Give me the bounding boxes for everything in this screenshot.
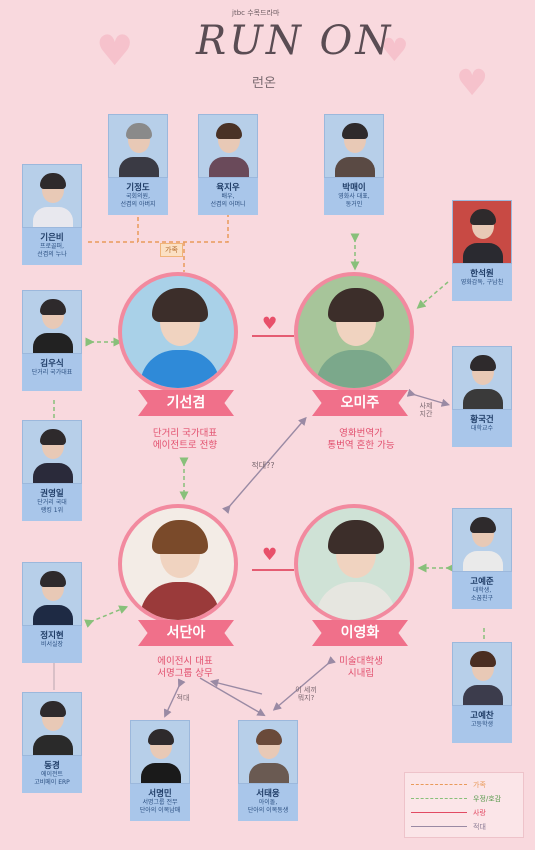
main-name-ribbon: 오미주 — [312, 390, 408, 416]
hostile-relation-label: 적대 — [176, 694, 190, 702]
drama-logo-korean: 런온 — [252, 76, 276, 91]
character-photo — [108, 114, 168, 178]
love-heart-icon: ♥ — [262, 545, 278, 565]
character-photo — [22, 692, 82, 756]
background-heart-icon: ♥ — [456, 63, 489, 104]
legend-item-hostile: 적대 — [411, 821, 519, 833]
main-portrait-2 — [294, 272, 414, 392]
character-photo — [452, 200, 512, 264]
hostile-line — [163, 678, 186, 718]
legend: 가족 우정/호감 사랑 적대 — [404, 772, 524, 838]
teacher-relation-label: 사제 지간 — [419, 402, 433, 418]
network-label: jtbc 수목드라마 — [232, 9, 280, 17]
main-portrait-1 — [118, 272, 238, 392]
family-line — [137, 196, 229, 243]
character-photo — [22, 290, 82, 354]
background-heart-icon: ♥ — [380, 31, 409, 69]
hostile-line — [209, 678, 263, 695]
character-photo — [452, 642, 512, 706]
friendship-line — [84, 605, 129, 628]
character-photo — [238, 720, 298, 784]
main-name-ribbon: 이영화 — [312, 620, 408, 646]
character-photo — [22, 164, 82, 228]
hostile-line — [199, 677, 266, 717]
character-photo — [198, 114, 258, 178]
character-photo — [452, 346, 512, 410]
hostile-line — [406, 388, 451, 407]
friendship-line — [416, 281, 449, 309]
legend-item-love: 사랑 — [411, 807, 519, 819]
character-photo — [22, 562, 82, 626]
main-name-ribbon: 서단아 — [138, 620, 234, 646]
background-heart-icon: ♥ — [96, 26, 134, 75]
main-portrait-4 — [294, 504, 414, 624]
legend-item-friendship: 우정/호감 — [411, 793, 519, 805]
character-photo — [22, 420, 82, 484]
main-portrait-3 — [118, 504, 238, 624]
drama-logo: RUN ON — [196, 18, 394, 64]
what-relation-label: 이 세끼 뭐지? — [295, 686, 317, 702]
rival-relation-label: 적대?? — [251, 461, 275, 470]
character-photo — [452, 508, 512, 572]
main-name-ribbon: 기선겸 — [138, 390, 234, 416]
hostile-line — [222, 416, 307, 514]
character-photo — [324, 114, 384, 178]
love-heart-icon: ♥ — [262, 314, 278, 334]
legend-item-family: 가족 — [411, 779, 519, 791]
character-photo — [130, 720, 190, 784]
hostile-line — [272, 656, 336, 711]
family-relation-label: 가족 — [160, 243, 183, 257]
